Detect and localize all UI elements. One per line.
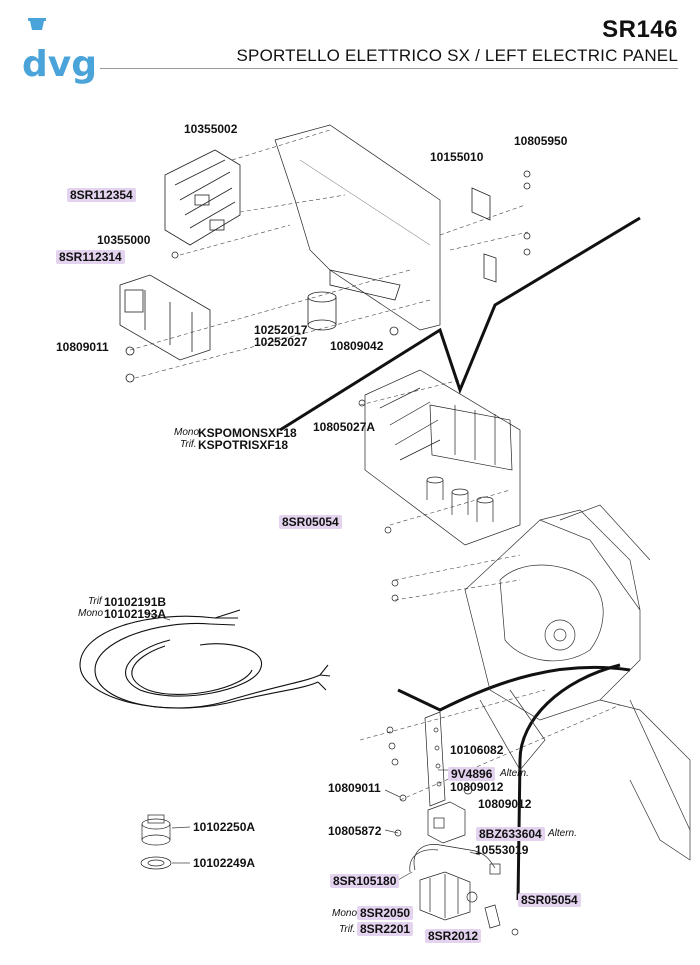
part-label: 10155010 [430,150,484,164]
variant-note: Mono [78,608,104,619]
section-line-upper [279,216,641,432]
part-label: 10809011 [56,340,109,354]
part-label: 10805027A [313,420,376,434]
contactor-block-top [119,274,211,361]
variant-note: Mono [174,427,200,438]
harness-10553019 [409,844,501,875]
cable-harness [79,609,331,709]
section-line-lower-a [397,665,631,712]
switch-8sr2050 [419,871,478,921]
variant-note: Mono [332,908,358,919]
part-label: 10809011 [328,781,381,795]
part-label: 10809012 [450,780,504,794]
header-divider [100,68,678,69]
machine-frame [464,504,691,861]
section-line-lower-b [516,663,621,901]
part-label: 8SR112354 [67,188,136,202]
variant-note: Trif. [339,924,356,935]
part-label: 8SR05054 [279,515,342,529]
part-label: 8SR112314 [56,250,125,264]
part-label: 10102191B [104,595,167,609]
locknut [140,856,172,870]
part-label: 10809042 [330,339,384,353]
knob-8sr2012 [484,904,519,936]
relay-9v4896 [394,785,473,844]
part-label: 8SR2201 [357,922,414,936]
relay-assembly-top [164,149,241,246]
capacitor-top [307,269,401,331]
hinge-upper [471,187,491,221]
panel-assembly-middle [358,369,521,602]
part-label: 10252027 [254,335,308,349]
part-label: 10106082 [450,743,504,757]
terminal-strip [386,711,446,807]
part-label: 10805872 [328,824,382,838]
variant-note: Trif. [180,439,197,450]
part-label: 10805950 [514,134,568,148]
page-subtitle: SPORTELLO ELETTRICO SX / LEFT ELECTRIC P… [236,46,678,65]
screws-top [125,170,531,383]
part-label: 10102193A [104,607,167,621]
variant-note: Altern. [548,828,577,839]
part-label: 8SR2050 [357,906,414,920]
part-label: 8SR105180 [330,874,400,888]
part-label: 10355000 [97,233,151,247]
variant-note: Trif [88,596,102,607]
dvg-logo: dvg [22,18,97,84]
variant-note: Altern. [500,768,529,779]
part-label: KSPOMONSXF18 [198,426,297,440]
cable-gland [141,814,171,846]
part-label: 8SR05054 [518,893,581,907]
part-label: 10102250A [193,820,256,834]
part-label: 9V4896 [448,767,496,781]
part-label: 10355002 [184,122,238,136]
brand-wordmark: dvg [22,44,97,84]
page-code: SR146 [602,16,678,43]
part-label: 10102249A [193,856,256,870]
mounting-plate [274,124,441,331]
part-label: 8BZ633604 [476,827,545,841]
part-label: 10252017 [254,323,308,337]
part-label: KSPOTRISXF18 [198,438,289,452]
part-label: 10809012 [478,797,532,811]
part-label: 10553019 [475,843,529,857]
part-label: 8SR2012 [425,929,482,943]
hinge-lower [483,253,497,283]
